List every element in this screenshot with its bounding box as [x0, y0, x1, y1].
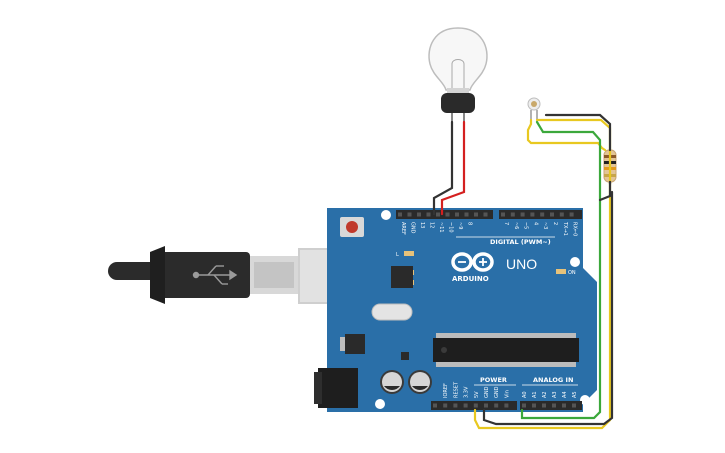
header-pin[interactable] — [453, 403, 458, 408]
pin-label: IOREF — [443, 383, 449, 398]
arduino-logo-icon — [451, 252, 494, 272]
pin-label: ~9 — [457, 222, 463, 229]
power-jack[interactable] — [318, 368, 358, 408]
header-pin[interactable] — [540, 212, 545, 217]
capacitor — [380, 370, 404, 394]
header-pin[interactable] — [417, 212, 421, 217]
pin-label: 13 — [419, 222, 425, 228]
wires — [432, 113, 614, 430]
mounting-hole — [375, 399, 385, 409]
header-pin[interactable] — [483, 212, 488, 217]
pin-label: GND — [494, 386, 500, 398]
digital-header-left — [396, 210, 493, 219]
header-pin[interactable] — [559, 212, 564, 217]
mounting-hole — [570, 257, 580, 267]
header-pin[interactable] — [550, 212, 554, 217]
pin-label: RESET — [453, 381, 459, 398]
pin-label: ~11 — [438, 222, 444, 233]
header-pin[interactable] — [443, 403, 448, 408]
mounting-hole — [381, 210, 391, 220]
digital-label: DIGITAL (PWM~) — [490, 238, 551, 246]
header-pin[interactable] — [530, 212, 535, 217]
pin-label: 2 — [552, 222, 558, 225]
header-pin[interactable] — [501, 212, 505, 217]
pin-label: 4 — [532, 222, 538, 225]
atmega-chip — [433, 338, 579, 362]
header-pin[interactable] — [398, 212, 402, 217]
pin-label: A1 — [532, 391, 538, 398]
analog-header — [520, 401, 582, 410]
led-l-label: L — [396, 252, 399, 258]
pin-label: A0 — [522, 391, 528, 398]
header-pin[interactable] — [463, 403, 468, 408]
header-pin[interactable] — [572, 403, 576, 408]
pin-label: 8 — [467, 222, 473, 225]
usb-chip — [391, 266, 413, 288]
header-pin[interactable] — [445, 212, 450, 217]
wire-green[interactable] — [520, 120, 602, 420]
header-pin[interactable] — [494, 403, 499, 408]
crystal — [371, 303, 413, 321]
header-pin[interactable] — [569, 212, 574, 217]
pin-label: A4 — [562, 391, 568, 398]
header-pin[interactable] — [436, 212, 440, 217]
pin-label: AREF — [400, 222, 406, 235]
header-pin[interactable] — [532, 403, 536, 408]
wire-bulb-gnd[interactable] — [432, 120, 454, 216]
usb-symbol-icon — [192, 265, 238, 285]
pin-label: ~3 — [542, 222, 548, 229]
header-pin[interactable] — [522, 403, 526, 408]
analog-label: ANALOG IN — [533, 376, 573, 384]
header-pin[interactable] — [562, 403, 566, 408]
voltage-regulator — [345, 334, 365, 354]
header-pin[interactable] — [464, 212, 469, 217]
capacitor — [408, 370, 432, 394]
led-l — [404, 251, 414, 256]
pin-label: 12 — [429, 222, 435, 228]
mounting-hole — [580, 395, 590, 405]
bulb-filament — [451, 59, 465, 88]
header-pin[interactable] — [455, 212, 459, 217]
pin-label: A2 — [542, 391, 548, 398]
pin-label: ~5 — [523, 222, 529, 229]
header-pin[interactable] — [542, 403, 546, 408]
header-pin[interactable] — [504, 403, 509, 408]
pin-label: 5V — [474, 391, 480, 398]
pin-label: Vin — [504, 390, 510, 398]
led-on — [556, 269, 566, 274]
wire-black-sensor[interactable] — [544, 113, 612, 152]
pin-label: ~6 — [513, 222, 519, 229]
power-label: POWER — [480, 376, 507, 384]
wire-bulb-d13[interactable] — [440, 120, 466, 216]
header-pin[interactable] — [474, 212, 478, 217]
bulb-socket — [441, 93, 475, 113]
led-on-label: ON — [568, 270, 576, 276]
pin-label: A5 — [572, 391, 578, 398]
pin-label: GND — [484, 386, 490, 398]
header-pin[interactable] — [473, 403, 478, 408]
header-pin[interactable] — [484, 403, 488, 408]
pin-label: RX←0 — [572, 222, 578, 236]
pin-label: TX→1 — [562, 221, 568, 236]
light-bulb[interactable] — [428, 27, 488, 122]
pin-label: GND — [410, 222, 416, 234]
header-pin[interactable] — [407, 212, 412, 217]
photoresistor[interactable] — [527, 97, 541, 120]
board-name: UNO — [506, 256, 537, 272]
header-pin[interactable] — [510, 212, 515, 217]
wire-black-gnd[interactable] — [482, 190, 614, 426]
header-pin[interactable] — [426, 212, 431, 217]
header-pin[interactable] — [552, 403, 556, 408]
pin-label: 3.3V — [464, 386, 470, 398]
pin-label: A3 — [552, 391, 558, 398]
pin-label: ~10 — [448, 222, 454, 233]
header-pin[interactable] — [433, 403, 437, 408]
header-pin[interactable] — [520, 212, 525, 217]
pin-label: 7 — [503, 222, 509, 225]
brand-label: ARDUINO — [452, 275, 489, 283]
